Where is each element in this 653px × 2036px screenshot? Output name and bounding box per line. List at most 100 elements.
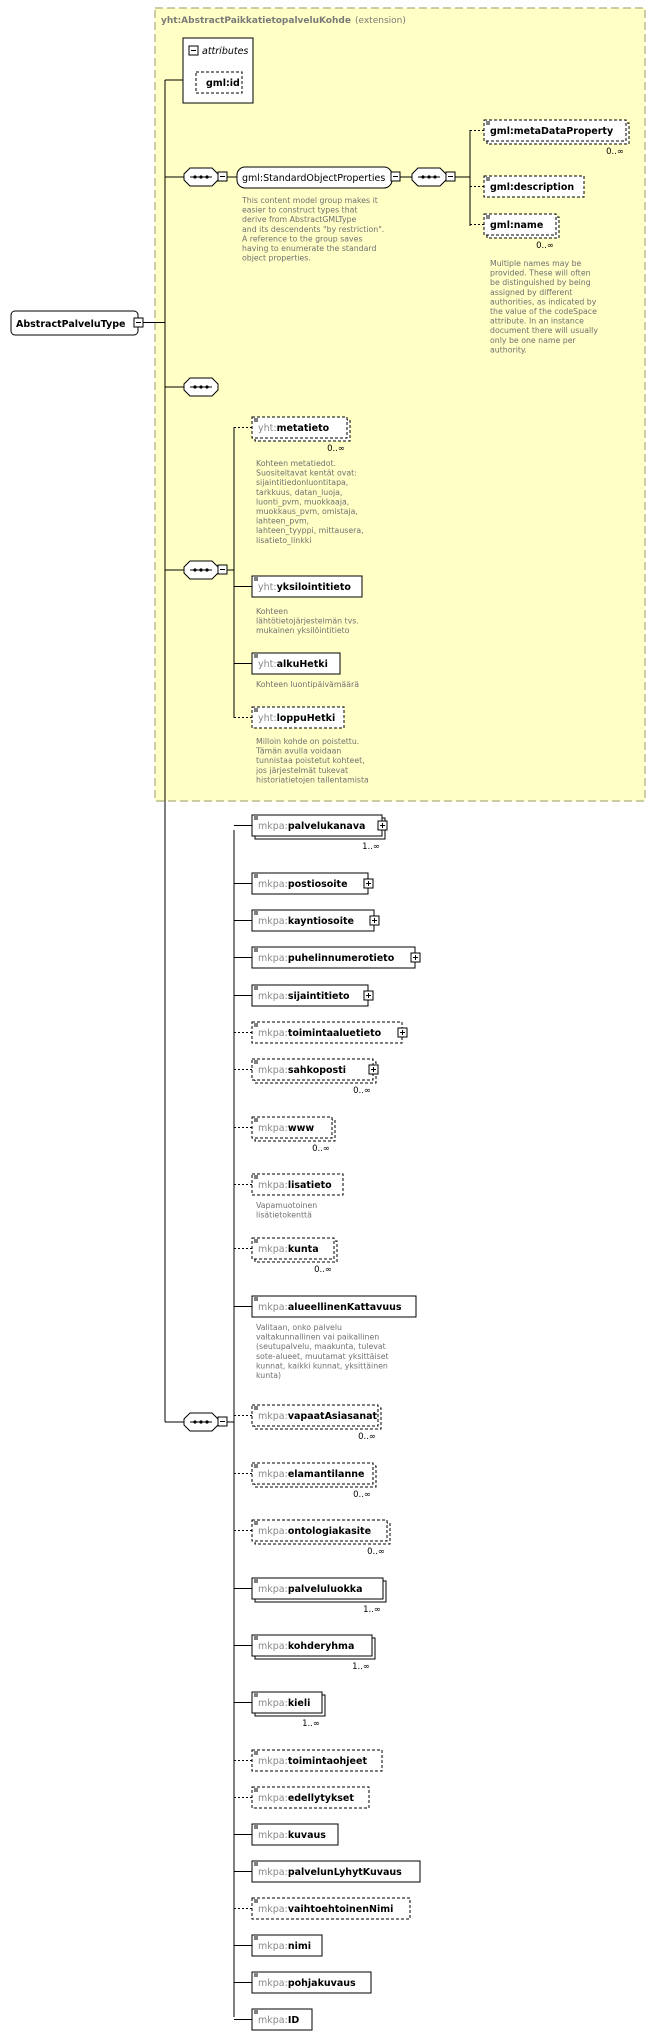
element-loppuHetki[interactable]: yht:loppuHetki — [234, 706, 345, 729]
expand-sijaintitieto[interactable] — [363, 990, 374, 1001]
element-gml-description[interactable]: gml:description — [470, 175, 585, 198]
element-lisatieto[interactable]: mkpa:lisatieto — [234, 1173, 344, 1196]
element-label-loppuHetki: yht:loppuHetki — [258, 713, 335, 724]
element-vapaatAsiasanat[interactable]: mkpa:vapaatAsiasanat 0..∞ — [234, 1404, 382, 1442]
sequence-compositor-mkpa[interactable] — [165, 830, 235, 2017]
occurs-kohderyhma: 1..∞ — [352, 1662, 370, 1672]
element-label-ID: mkpa:ID — [258, 2015, 299, 2026]
sequence-compositor-gml-inner[interactable] — [411, 130, 471, 226]
attributes-box[interactable]: attributes gml:id — [182, 37, 254, 104]
element-label-kohderyhma: mkpa:kohderyhma — [258, 1641, 354, 1652]
expand-puhelinnumerotieto[interactable] — [410, 952, 421, 963]
expand-kayntiosoite[interactable] — [369, 915, 380, 926]
gml-elements: gml:metaDataProperty 0..∞ gml:description g… — [470, 119, 630, 251]
occurs-gml-metaDataProperty: 0..∞ — [606, 147, 624, 157]
element-vaihtoehtoinenNimi[interactable]: mkpa:vaihtoehtoinenNimi — [234, 1897, 411, 1920]
doc-alkuHetki: Kohteen luontipäivämäärä — [256, 680, 359, 689]
element-label-puhelinnumerotieto: mkpa:puhelinnumerotieto — [258, 953, 395, 964]
element-palvelunLyhytKuvaus[interactable]: mkpa:palvelunLyhytKuvaus — [234, 1860, 421, 1883]
occurs-elamantilanne: 0..∞ — [353, 1490, 371, 1500]
element-ontologiakasite[interactable]: mkpa:ontologiakasite 0..∞ — [234, 1519, 391, 1557]
element-toimintaaluetieto[interactable]: mkpa:toimintaaluetieto — [234, 1021, 408, 1044]
element-nimi[interactable]: mkpa:nimi — [234, 1934, 323, 1957]
gml-group-label: gml:StandardObjectProperties — [242, 173, 385, 184]
occurs-ontologiakasite: 0..∞ — [367, 1547, 385, 1557]
occurs-www: 0..∞ — [312, 1144, 330, 1154]
element-yksilointitieto[interactable]: yht:yksilointitieto — [234, 575, 363, 598]
element-label-vaihtoehtoinenNimi: mkpa:vaihtoehtoinenNimi — [258, 1904, 393, 1915]
expand-toimintaaluetieto[interactable] — [397, 1027, 408, 1038]
attributes-label: attributes — [202, 46, 248, 57]
element-label-kayntiosoite: mkpa:kayntiosoite — [258, 916, 354, 927]
occurs-gml-name: 0..∞ — [536, 241, 554, 251]
element-metatieto[interactable]: yht:metatieto 0..∞ — [234, 416, 351, 454]
element-edellytykset[interactable]: mkpa:edellytykset — [234, 1786, 370, 1809]
occurs-sahkoposti: 0..∞ — [353, 1086, 371, 1096]
element-label-palveluluokka: mkpa:palveluluokka — [258, 1584, 363, 1595]
sequence-compositor-empty[interactable] — [165, 377, 219, 397]
occurs-kieli: 1..∞ — [302, 1719, 320, 1729]
element-label-gml-metaDataProperty: gml:metaDataProperty — [490, 126, 614, 137]
occurs-vapaatAsiasanat: 0..∞ — [358, 1432, 376, 1442]
element-label-toimintaaluetieto: mkpa:toimintaaluetieto — [258, 1028, 382, 1039]
element-gml-metaDataProperty[interactable]: gml:metaDataProperty 0..∞ — [470, 119, 630, 157]
root-element-label: AbstractPalveluType — [16, 319, 125, 330]
element-alueellinenKattavuus[interactable]: mkpa:alueellinenKattavuus — [234, 1295, 417, 1318]
element-label-edellytykset: mkpa:edellytykset — [258, 1793, 354, 1804]
element-label-palvelunLyhytKuvaus: mkpa:palvelunLyhytKuvaus — [258, 1867, 402, 1878]
element-puhelinnumerotieto[interactable]: mkpa:puhelinnumerotieto — [234, 946, 421, 969]
expand-postiosoite[interactable] — [363, 878, 374, 889]
element-kohderyhma[interactable]: mkpa:kohderyhma 1..∞ — [234, 1634, 376, 1672]
element-sahkoposti[interactable]: mkpa:sahkoposti 0..∞ — [234, 1058, 379, 1096]
element-alkuHetki[interactable]: yht:alkuHetki — [234, 652, 341, 675]
element-sijaintitieto[interactable]: mkpa:sijaintitieto — [234, 984, 374, 1007]
element-pohjakuvaus[interactable]: mkpa:pohjakuvaus — [234, 1971, 372, 1994]
element-label-yksilointitieto: yht:yksilointitieto — [258, 582, 351, 593]
element-label-palvelukanava: mkpa:palvelukanava — [258, 821, 365, 832]
element-label-pohjakuvaus: mkpa:pohjakuvaus — [258, 1978, 356, 1989]
sequence-compositor-yht[interactable] — [165, 427, 235, 718]
element-gml-name[interactable]: gml:name 0..∞ — [470, 213, 560, 251]
attribute-gml-id[interactable] — [195, 71, 243, 94]
element-label-gml-description: gml:description — [490, 182, 574, 193]
element-kayntiosoite[interactable]: mkpa:kayntiosoite — [234, 909, 380, 932]
gml-group[interactable]: gml:StandardObjectProperties — [236, 166, 414, 189]
element-label-toimintaohjeet: mkpa:toimintaohjeet — [258, 1756, 367, 1767]
expand-palvelukanava[interactable] — [377, 820, 388, 831]
occurs-palveluluokka: 1..∞ — [363, 1605, 381, 1615]
sequence-compositor-gml[interactable] — [165, 167, 237, 187]
element-label-elamantilanne: mkpa:elamantilanne — [258, 1469, 364, 1480]
doc-metatieto: Kohteen metatiedot.Suositeltavat kentät … — [256, 459, 364, 545]
occurs-metatieto: 0..∞ — [327, 444, 345, 454]
attribute-gml-id-label: gml:id — [206, 78, 240, 89]
root-element[interactable]: AbstractPalveluType — [10, 310, 165, 336]
occurs-kunta: 0..∞ — [314, 1265, 332, 1275]
element-label-gml-name: gml:name — [490, 220, 543, 231]
element-ID[interactable]: mkpa:ID — [234, 2008, 313, 2031]
doc-loppuHetki: Milloin kohde on poistettu.Tämän avulla … — [255, 737, 369, 784]
element-label-alkuHetki: yht:alkuHetki — [258, 659, 328, 670]
element-label-kuvaus: mkpa:kuvaus — [258, 1830, 326, 1841]
element-elamantilanne[interactable]: mkpa:elamantilanne 0..∞ — [234, 1462, 377, 1500]
element-label-metatieto: yht:metatieto — [258, 423, 330, 434]
element-toimintaohjeet[interactable]: mkpa:toimintaohjeet — [234, 1749, 383, 1772]
expand-sahkoposti[interactable] — [368, 1064, 379, 1075]
element-kuvaus[interactable]: mkpa:kuvaus — [234, 1823, 339, 1846]
element-postiosoite[interactable]: mkpa:postiosoite — [234, 872, 374, 895]
element-label-sahkoposti: mkpa:sahkoposti — [258, 1065, 346, 1076]
element-label-alueellinenKattavuus: mkpa:alueellinenKattavuus — [258, 1302, 402, 1313]
element-label-vapaatAsiasanat: mkpa:vapaatAsiasanat — [258, 1411, 377, 1422]
element-label-ontologiakasite: mkpa:ontologiakasite — [258, 1526, 371, 1537]
